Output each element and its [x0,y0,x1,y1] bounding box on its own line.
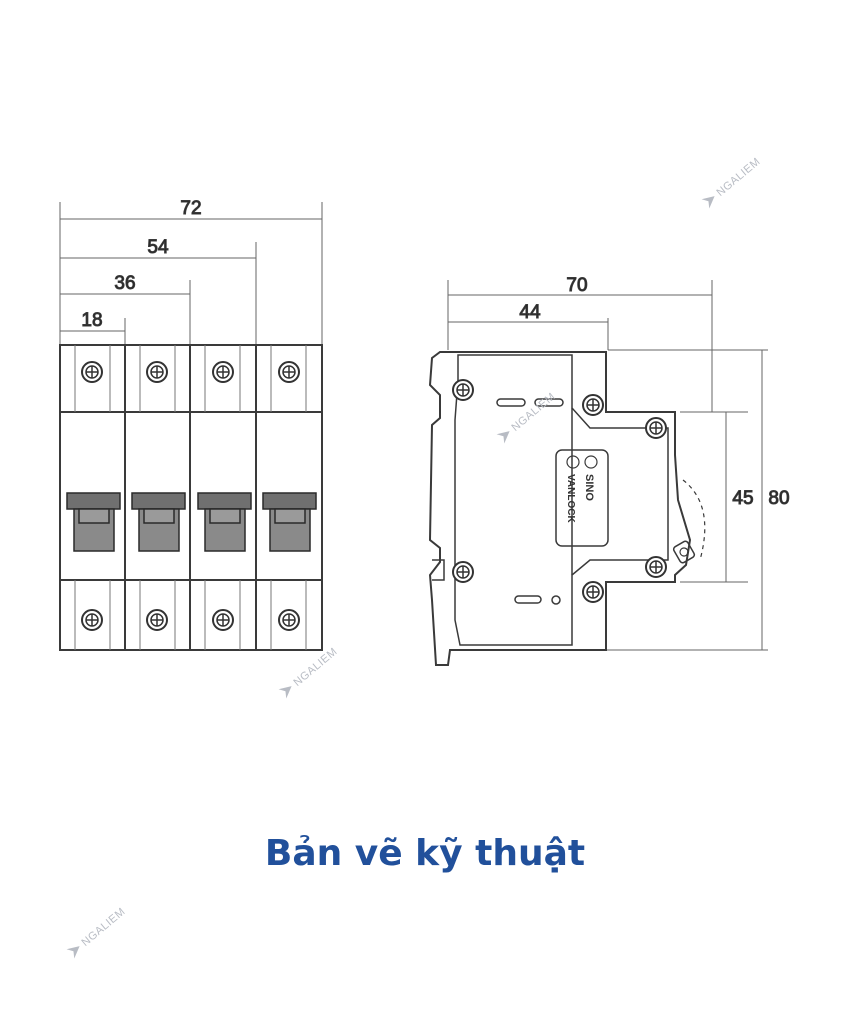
brand-line-1: SINO [583,474,595,501]
front-dimension-lines [59,202,323,345]
front-view: 72 54 36 18 [59,198,323,651]
toggle-handles [66,492,317,552]
screw-icon [146,609,168,631]
toggle-handle-3 [197,492,252,552]
svg-text:NGALIEM: NGALIEM [79,906,127,949]
watermark: NGALIEM [701,156,763,209]
screw-icon [212,609,234,631]
screw-icon [582,581,604,603]
dim-label-45: 45 [732,488,753,509]
screw-icon [278,609,300,631]
page-caption: Bản vẽ kỹ thuật [264,833,586,874]
brand-label: SINO VANLOCK [555,449,609,547]
front-body [59,344,323,651]
side-view: 70 44 45 80 SINO VANLOCK [428,275,790,666]
screw-icon [645,556,667,578]
toggle-handle-4 [262,492,317,552]
dim-label-70: 70 [566,275,587,296]
svg-text:NGALIEM: NGALIEM [714,156,762,199]
brand-line-2: VANLOCK [565,474,576,523]
screw-icon [146,361,168,383]
watermark: NGALIEM [278,646,340,699]
side-body-outline [428,351,692,666]
screw-icon [645,417,667,439]
watermark: NGALIEM [496,391,558,444]
dim-label-72: 72 [180,198,201,219]
screw-icon [278,361,300,383]
side-dimension-lines [447,280,768,651]
screw-icon [582,394,604,416]
screw-icon [212,361,234,383]
dim-label-36: 36 [114,273,135,294]
screw-icon [452,561,474,583]
svg-text:NGALIEM: NGALIEM [509,391,557,434]
toggle-handle-1 [66,492,121,552]
dim-label-54: 54 [147,237,169,258]
watermark: NGALIEM [66,906,128,959]
dim-label-18: 18 [81,310,102,331]
screw-icon [81,361,103,383]
screw-icon [452,379,474,401]
toggle-handle-2 [131,492,186,552]
svg-text:NGALIEM: NGALIEM [291,646,339,689]
dim-label-80: 80 [768,488,789,509]
dim-label-44: 44 [519,302,541,323]
screw-icon [81,609,103,631]
